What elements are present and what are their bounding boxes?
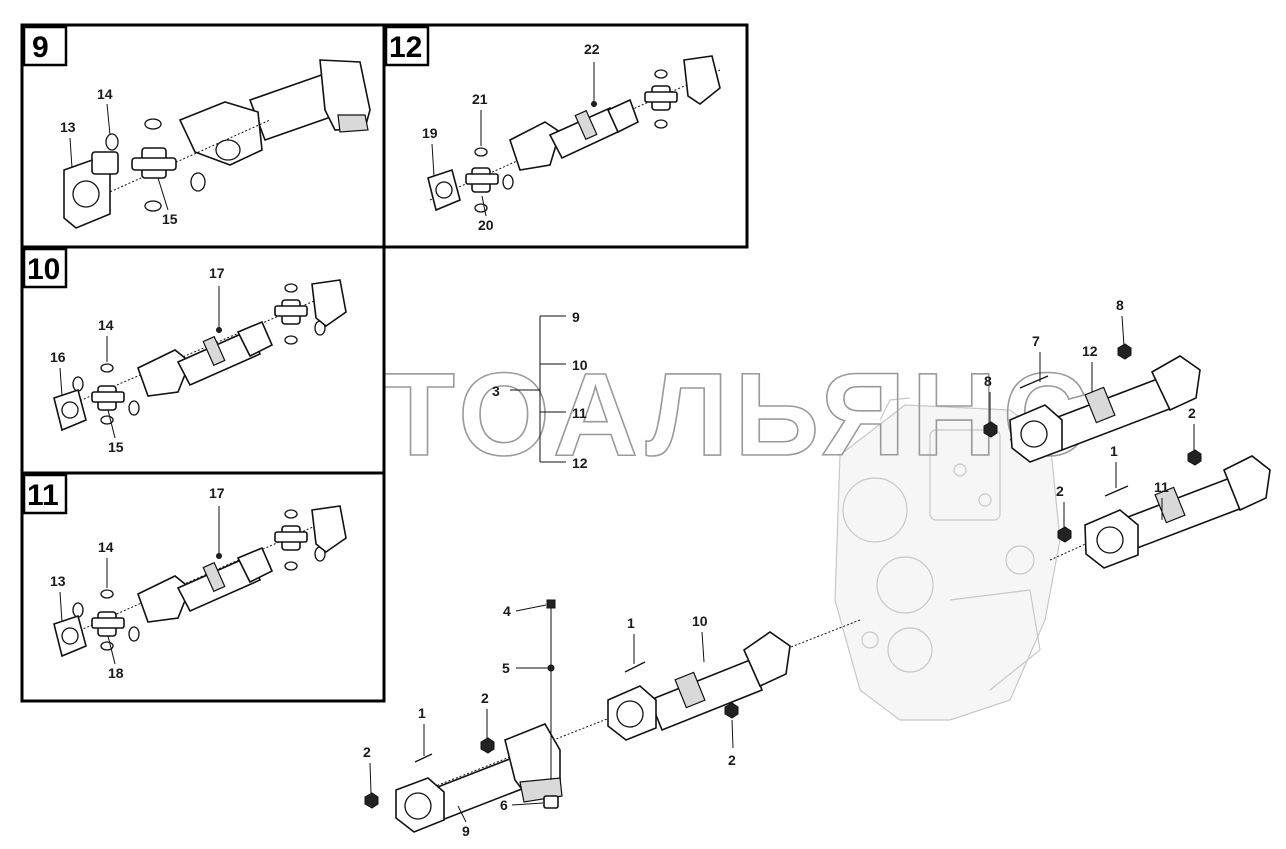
panel-12-badge — [384, 25, 430, 67]
callout-18: 18 — [108, 665, 124, 681]
callout-1-right: 1 — [1110, 443, 1118, 459]
callout-14: 14 — [98, 317, 114, 333]
legend-bracket: 3 9 10 11 12 — [492, 309, 588, 471]
callout-2-right-mid: 2 — [1056, 483, 1064, 499]
panel-11-label: 11 — [27, 479, 59, 512]
callout-2-left-mid: 2 — [481, 690, 489, 706]
panel-10: 10 17 14 16 15 — [20, 245, 386, 475]
callout-17: 17 — [209, 485, 225, 501]
legend-item-10: 10 — [572, 357, 588, 373]
main-callouts: 8 7 12 8 2 1 2 11 4 1 10 5 1 2 — [363, 297, 1196, 839]
callout-11: 11 — [1154, 479, 1169, 495]
panel-9-callouts: 14 13 15 — [60, 86, 178, 227]
callout-2-right-top: 2 — [1188, 405, 1196, 421]
callout-5: 5 — [502, 660, 510, 676]
callout-3: 3 — [492, 383, 500, 399]
callout-7: 7 — [1032, 333, 1040, 349]
callout-12: 12 — [1082, 343, 1098, 359]
callout-14: 14 — [98, 539, 114, 555]
gearbox-housing-ghost — [834, 397, 1061, 721]
panel-10-callouts: 17 14 16 15 — [50, 265, 225, 455]
panel-11-callouts: 17 14 13 18 — [50, 485, 225, 681]
legend-item-9: 9 — [572, 309, 580, 325]
panel-11-badge — [22, 473, 68, 515]
callout-13: 13 — [50, 573, 66, 589]
callout-13: 13 — [60, 119, 76, 135]
callout-19: 19 — [422, 125, 438, 141]
panel-12: 12 22 21 19 20 — [382, 23, 749, 249]
callout-2-bottom-mid: 2 — [728, 752, 736, 768]
panel-11: 11 17 14 13 18 — [20, 471, 386, 703]
main-assembly: 8 7 12 8 2 1 2 11 4 1 10 5 1 2 — [363, 297, 1271, 839]
callout-10: 10 — [692, 613, 708, 629]
panel-9-badge — [22, 25, 68, 67]
panel-10-label: 10 — [27, 253, 60, 286]
callout-6: 6 — [500, 797, 508, 813]
callout-15: 15 — [108, 439, 124, 455]
panel-9-label: 9 — [32, 31, 49, 64]
callout-8-left: 8 — [984, 373, 992, 389]
callout-20: 20 — [478, 217, 494, 233]
callout-16: 16 — [50, 349, 66, 365]
callout-14: 14 — [97, 86, 113, 102]
fasteners — [364, 343, 1202, 809]
callout-1-left: 1 — [418, 705, 426, 721]
callout-4: 4 — [503, 603, 511, 619]
callout-1-mid: 1 — [627, 615, 635, 631]
callout-15: 15 — [162, 211, 178, 227]
callout-22: 22 — [584, 41, 600, 57]
callout-8-top: 8 — [1116, 297, 1124, 313]
legend-item-11: 11 — [572, 405, 587, 421]
panel-10-badge — [22, 247, 68, 289]
callout-17: 17 — [209, 265, 225, 281]
callout-21: 21 — [472, 91, 488, 107]
callout-2-left: 2 — [363, 744, 371, 760]
panel-12-callouts: 22 21 19 20 — [422, 41, 600, 233]
legend-item-12: 12 — [572, 455, 588, 471]
panel-9: 9 14 13 15 — [20, 23, 386, 249]
callout-9: 9 — [462, 823, 470, 839]
panel-12-label: 12 — [389, 31, 422, 64]
